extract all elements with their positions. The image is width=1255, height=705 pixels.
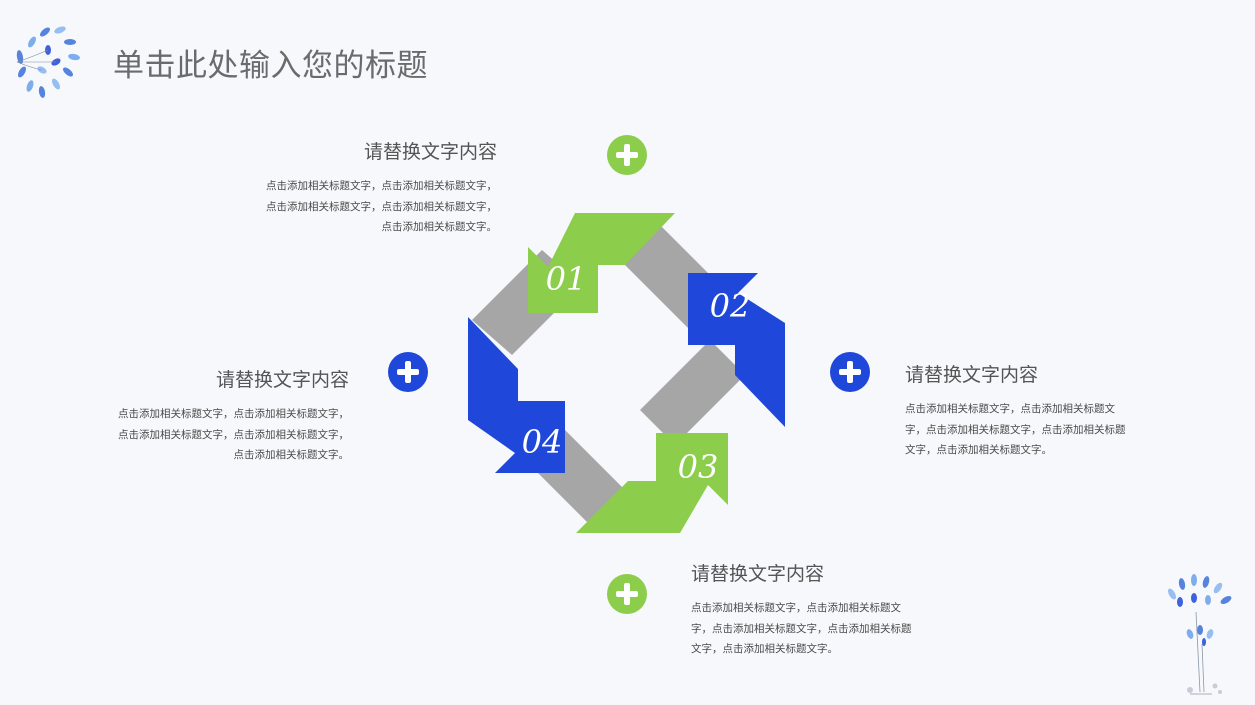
block-heading[interactable]: 请替换文字内容	[363, 141, 497, 163]
arrow-04[interactable]	[468, 317, 565, 473]
step-label-04: 04	[522, 423, 563, 461]
block-body[interactable]: 点击添加相关标题文字，点击添加相关标题文字，点击添加相关标题文字，点击添加相关标…	[905, 403, 1126, 456]
plus-icon	[607, 135, 647, 175]
text-block-4: 请替换文字内容 点击添加相关标题文字，点击添加相关标题文字，点击添加相关标题文字…	[691, 559, 919, 660]
plus-icon	[607, 574, 647, 614]
text-block-1: 请替换文字内容 点击添加相关标题文字，点击添加相关标题文字，点击添加相关标题文字…	[262, 137, 497, 238]
text-block-2: 请替换文字内容 点击添加相关标题文字，点击添加相关标题文字，点击添加相关标题文字…	[115, 365, 349, 466]
step-label-02: 02	[710, 287, 751, 325]
plus-icon	[830, 352, 870, 392]
block-body[interactable]: 点击添加相关标题文字，点击添加相关标题文字，点击添加相关标题文字，点击添加相关标…	[266, 180, 497, 233]
cycle-diagram: 01 02 03 04	[468, 213, 785, 533]
flower-icon	[1168, 574, 1232, 695]
flower-icon	[16, 26, 80, 98]
block-heading[interactable]: 请替换文字内容	[215, 369, 349, 391]
arrow-02[interactable]	[688, 273, 785, 427]
arrow-01[interactable]	[528, 213, 675, 313]
text-block-3: 请替换文字内容 点击添加相关标题文字，点击添加相关标题文字，点击添加相关标题文字…	[905, 360, 1133, 461]
plus-icon	[388, 352, 428, 392]
step-label-01: 01	[546, 260, 587, 298]
arrow-03[interactable]	[576, 433, 728, 533]
step-label-03: 03	[678, 448, 719, 486]
slide-title[interactable]: 单击此处输入您的标题	[113, 48, 428, 84]
block-body[interactable]: 点击添加相关标题文字，点击添加相关标题文字，点击添加相关标题文字，点击添加相关标…	[118, 408, 349, 461]
block-heading[interactable]: 请替换文字内容	[905, 364, 1039, 386]
block-body[interactable]: 点击添加相关标题文字，点击添加相关标题文字，点击添加相关标题文字，点击添加相关标…	[691, 602, 912, 655]
block-heading[interactable]: 请替换文字内容	[691, 563, 825, 585]
